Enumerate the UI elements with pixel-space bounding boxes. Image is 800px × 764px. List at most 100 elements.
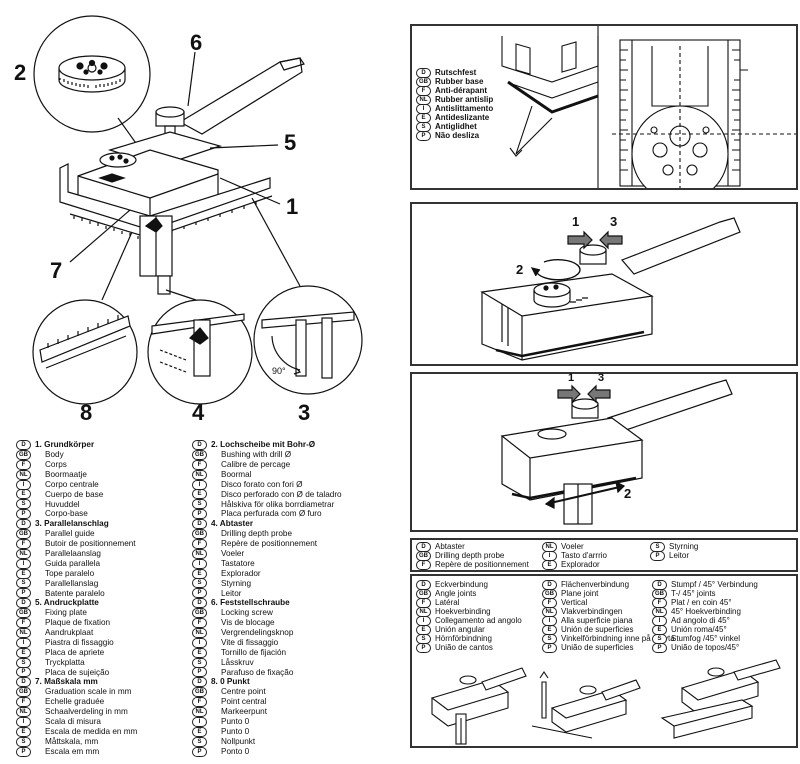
label-text: Ponto 0 [221, 746, 250, 756]
language-badge-icon: E [16, 489, 31, 500]
label-text: Graduation scale in mm [45, 687, 132, 697]
label-text: T-/ 45° joints [671, 589, 716, 599]
legend-row: F Calibre de percage [192, 459, 342, 470]
language-badge-icon: D [192, 519, 207, 530]
label-text: Antiglidhet [435, 122, 477, 132]
language-badge-icon: I [16, 637, 31, 648]
label-text: Parallel guide [45, 529, 95, 539]
label-text: Rubber antislip [435, 95, 494, 105]
label-text: Nollpunkt [221, 736, 256, 746]
callout-3: 3 [298, 400, 311, 425]
label-text: Huvuddel [45, 499, 80, 509]
label-text: Leitor [221, 588, 242, 598]
label-text: Stumpf / 45° Verbindung [671, 580, 758, 590]
handle-shape [620, 217, 741, 275]
bushing-disc-icon [58, 55, 126, 93]
language-badge-icon: F [192, 459, 207, 470]
label-text: Explorador [561, 560, 600, 570]
label-text: Stumfog /45° vinkel [671, 634, 741, 644]
label-text: Escala em mm [45, 746, 100, 756]
label-text: Body [45, 450, 64, 460]
label-text: 3. Parallelanschlag [35, 519, 109, 529]
language-badge-icon: D [192, 440, 207, 450]
label-text: Calibre de percage [221, 459, 291, 469]
callout-1: 1 [286, 194, 299, 219]
language-badge-icon: F [192, 538, 207, 549]
label-text: Aandrukplaat [45, 628, 94, 638]
legend-row: I Punto 0 [192, 716, 342, 727]
language-badge-icon: E [16, 726, 31, 737]
label-text: Unión roma/45° [671, 625, 727, 635]
callout-5: 5 [284, 130, 297, 155]
language-badge-icon: P [16, 509, 31, 520]
label-text: Hålskiva för olika borrdiametrar [221, 499, 335, 509]
language-badge-icon: GB [16, 529, 31, 540]
label-text: Antideslizante [435, 113, 490, 123]
angle-label: 90° [272, 366, 286, 376]
language-badge-icon: P [652, 643, 667, 653]
language-badge-icon: E [192, 489, 207, 500]
label-text: Centre point [221, 687, 266, 697]
label-text: Hoekverbinding [435, 607, 491, 617]
legend-row: F Butoir de positionnement [16, 538, 137, 549]
panel-slide-guide: 1 3 2 [410, 372, 798, 532]
label-text: 8. 0 Punkt [211, 677, 250, 687]
callout-7: 7 [50, 258, 63, 283]
language-badge-icon: S [16, 499, 31, 510]
label-text: Vinkelförbindning inne på en yta [561, 634, 675, 644]
label-text: Punto 0 [221, 717, 250, 727]
language-badge-icon: GB [192, 608, 207, 619]
label-text: Butoir de positionnement [45, 539, 136, 549]
label-text: União de cantos [435, 643, 493, 653]
label-text: Collegamento ad angolo [435, 616, 522, 626]
callout-6: 6 [190, 30, 203, 55]
label-text: União de superficies [561, 643, 634, 653]
language-badge-icon: F [16, 459, 31, 470]
label-text: Parallellanslag [45, 578, 99, 588]
label-text: Disco perforado con Ø de taladro [221, 489, 342, 499]
language-badge-icon: D [16, 519, 31, 530]
language-badge-icon: F [16, 538, 31, 549]
label-text: Latéral [435, 598, 460, 608]
language-badge-icon: I [192, 479, 207, 490]
language-badge-icon: E [542, 560, 557, 570]
language-badge-icon: F [16, 697, 31, 708]
locking-screw-icon [155, 106, 185, 139]
label-text: Eckverbindung [435, 580, 488, 590]
language-badge-icon: P [192, 667, 207, 678]
language-badge-icon: I [192, 716, 207, 727]
slide-guide-drawing [500, 379, 733, 525]
label-text: Drilling depth probe [435, 551, 505, 561]
label-text: Leitor [669, 551, 690, 561]
language-badge-icon: I [192, 558, 207, 569]
language-badge-icon: E [16, 568, 31, 579]
legend-row: D 3. Parallelanschlag [16, 519, 137, 530]
language-badge-icon: NL [192, 548, 207, 559]
language-badge-icon: E [16, 647, 31, 658]
